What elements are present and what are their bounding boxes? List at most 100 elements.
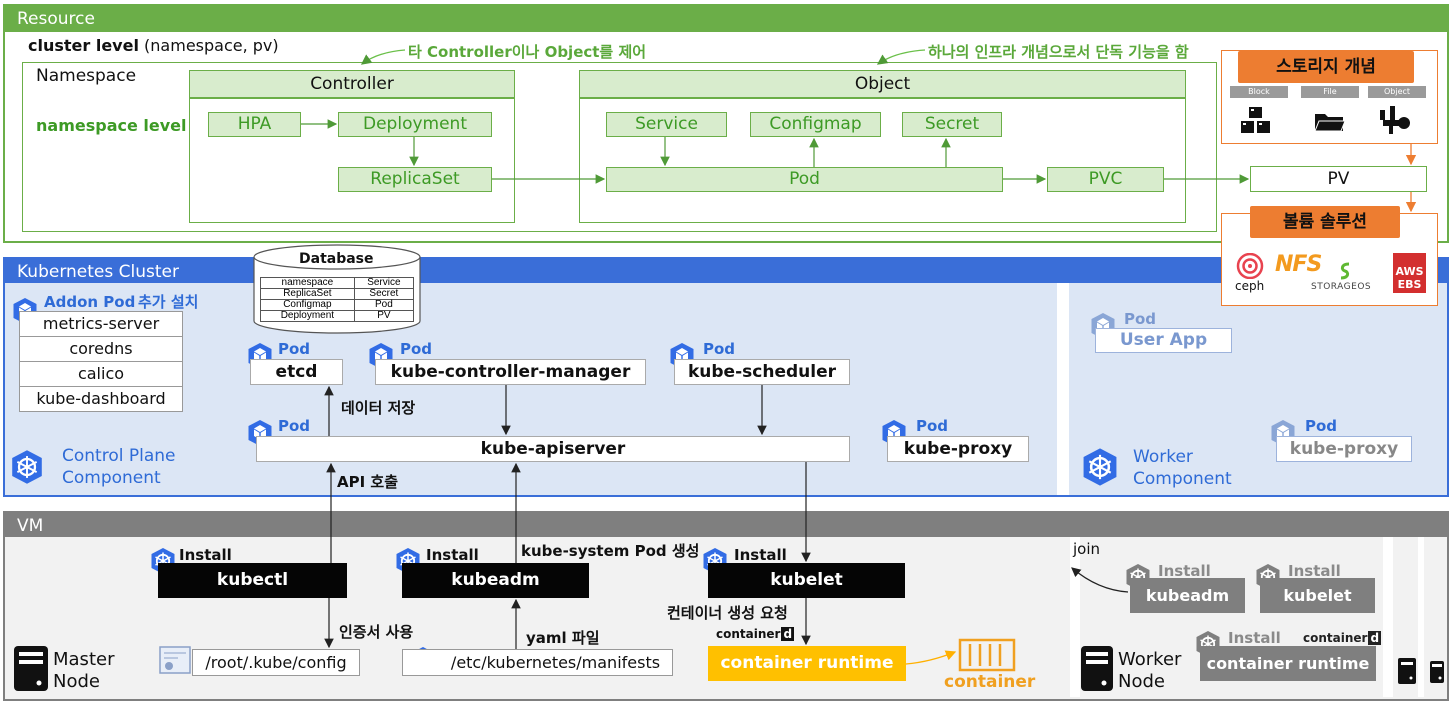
secret-box: Secret bbox=[902, 112, 1002, 137]
cluster-level-label: cluster level (namespace, pv) bbox=[28, 36, 279, 55]
proxy-pod-label: Pod bbox=[916, 417, 949, 435]
join-label: join bbox=[1073, 540, 1101, 558]
vm-title: VM bbox=[5, 513, 1447, 537]
control-plane-icon bbox=[10, 449, 44, 485]
worker-kubelet-install-label: Install bbox=[1288, 562, 1341, 580]
ebs-label: EBS bbox=[1397, 278, 1422, 291]
kubeadm-button[interactable]: kubeadm bbox=[402, 563, 589, 598]
ceph-icon bbox=[1236, 253, 1264, 279]
volume-title: 볼륨 솔루션 bbox=[1250, 206, 1400, 238]
storage-object-tag: Object bbox=[1368, 86, 1426, 98]
object-storage-icon bbox=[1380, 106, 1410, 134]
storage-title: 스토리지 개념 bbox=[1238, 51, 1414, 83]
worker-server-icon bbox=[1081, 646, 1113, 691]
worker-runtime-box: container runtime bbox=[1200, 646, 1376, 681]
object-title: Object bbox=[580, 71, 1185, 99]
addon-item: metrics-server bbox=[19, 311, 183, 337]
namespace-level-label: namespace level bbox=[36, 116, 187, 135]
database-cell: Secret bbox=[353, 288, 415, 300]
user-app-pod-label: Pod bbox=[1124, 310, 1157, 328]
api-call-label: API 호출 bbox=[337, 473, 399, 491]
storageos-label: STORAGEOS bbox=[1311, 282, 1372, 292]
storage-block-tag: Block bbox=[1230, 86, 1288, 98]
extra-server-icon-2 bbox=[1430, 661, 1444, 683]
addon-item: kube-dashboard bbox=[19, 386, 183, 412]
apiserver-box: kube-apiserver bbox=[256, 436, 850, 462]
addon-item: coredns bbox=[19, 336, 183, 362]
scheduler-box: kube-scheduler bbox=[674, 359, 850, 385]
kubeadm-install-label: Install bbox=[426, 546, 479, 564]
worker-proxy-pod-label: Pod bbox=[1305, 417, 1338, 435]
data-store-label: 데이터 저장 bbox=[341, 399, 416, 417]
controller-group: Controller bbox=[189, 70, 515, 223]
worker-kubeadm-button[interactable]: kubeadm bbox=[1130, 578, 1245, 613]
config-path-box: /root/.kube/config bbox=[192, 649, 360, 676]
kubectl-install-label: Install bbox=[179, 546, 232, 564]
worker-separator-2 bbox=[1418, 537, 1424, 697]
folder-icon bbox=[1314, 114, 1346, 132]
replicaset-box: ReplicaSet bbox=[338, 167, 492, 192]
extra-server-icon-1 bbox=[1398, 658, 1416, 684]
deployment-box: Deployment bbox=[338, 112, 492, 137]
worker-runtime-install-label: Install bbox=[1228, 629, 1281, 647]
kubectl-button[interactable]: kubectl bbox=[158, 563, 347, 598]
kubelet-install-label: Install bbox=[734, 546, 787, 564]
cluster-title: Kubernetes Cluster bbox=[5, 259, 1447, 283]
system-pod-label: kube-system Pod 생성 bbox=[521, 542, 700, 560]
service-box: Service bbox=[606, 112, 727, 137]
hpa-box: HPA bbox=[208, 112, 301, 137]
worker-divider bbox=[1057, 283, 1069, 495]
worker-component-icon bbox=[1081, 447, 1119, 487]
database-cell: Configmap bbox=[260, 299, 355, 311]
addon-note: 추가 설치 bbox=[138, 293, 199, 311]
database-cell: Service bbox=[353, 277, 415, 289]
database-cell: PV bbox=[353, 310, 415, 322]
user-app-box: User App bbox=[1095, 328, 1232, 353]
configmap-box: Configmap bbox=[750, 112, 881, 137]
worker-kubelet-button[interactable]: kubelet bbox=[1260, 578, 1375, 613]
controller-note: 타 Controller이나 Object를 제어 bbox=[408, 43, 647, 61]
storage-file-tag: File bbox=[1301, 86, 1359, 98]
database-cell: namespace bbox=[260, 277, 355, 289]
addon-pod-label: Addon Pod bbox=[44, 293, 136, 311]
controller-manager-box: kube-controller-manager bbox=[375, 359, 646, 385]
controller-title: Controller bbox=[190, 71, 514, 99]
object-note: 하나의 인프라 개념으로서 단독 기능을 함 bbox=[928, 43, 1189, 61]
database-cell: Deployment bbox=[260, 310, 355, 322]
pvc-box: PVC bbox=[1047, 167, 1164, 192]
worker-kubeadm-install-label: Install bbox=[1158, 562, 1211, 580]
cert-use-label: 인증서 사용 bbox=[339, 623, 414, 641]
controller-manager-pod-label: Pod bbox=[400, 340, 433, 358]
etcd-pod-label: Pod bbox=[278, 340, 311, 358]
ceph-label: ceph bbox=[1235, 279, 1265, 293]
kubelet-button[interactable]: kubelet bbox=[708, 563, 905, 598]
nfs-logo: NFS bbox=[1275, 252, 1322, 277]
container-runtime-box: container runtime bbox=[708, 646, 906, 681]
container-request-label: 컨테이너 생성 요청 bbox=[667, 604, 788, 622]
resource-title: Resource bbox=[5, 6, 1447, 32]
addon-item: calico bbox=[19, 361, 183, 387]
master-server-icon bbox=[14, 646, 48, 691]
yaml-label: yaml 파일 bbox=[526, 629, 600, 647]
scheduler-pod-label: Pod bbox=[703, 340, 736, 358]
namespace-title: Namespace bbox=[36, 66, 137, 86]
addon-list: metrics-server coredns calico kube-dashb… bbox=[19, 311, 183, 412]
proxy-box: kube-proxy bbox=[887, 436, 1029, 462]
container-label: container bbox=[944, 672, 1036, 692]
pod-box: Pod bbox=[606, 167, 1003, 192]
container-icon bbox=[958, 638, 1016, 672]
storageos-icon bbox=[1340, 262, 1350, 280]
database-cell: ReplicaSet bbox=[260, 288, 355, 300]
aws-label: AWS bbox=[1395, 265, 1424, 278]
block-storage-icon bbox=[1241, 107, 1270, 133]
